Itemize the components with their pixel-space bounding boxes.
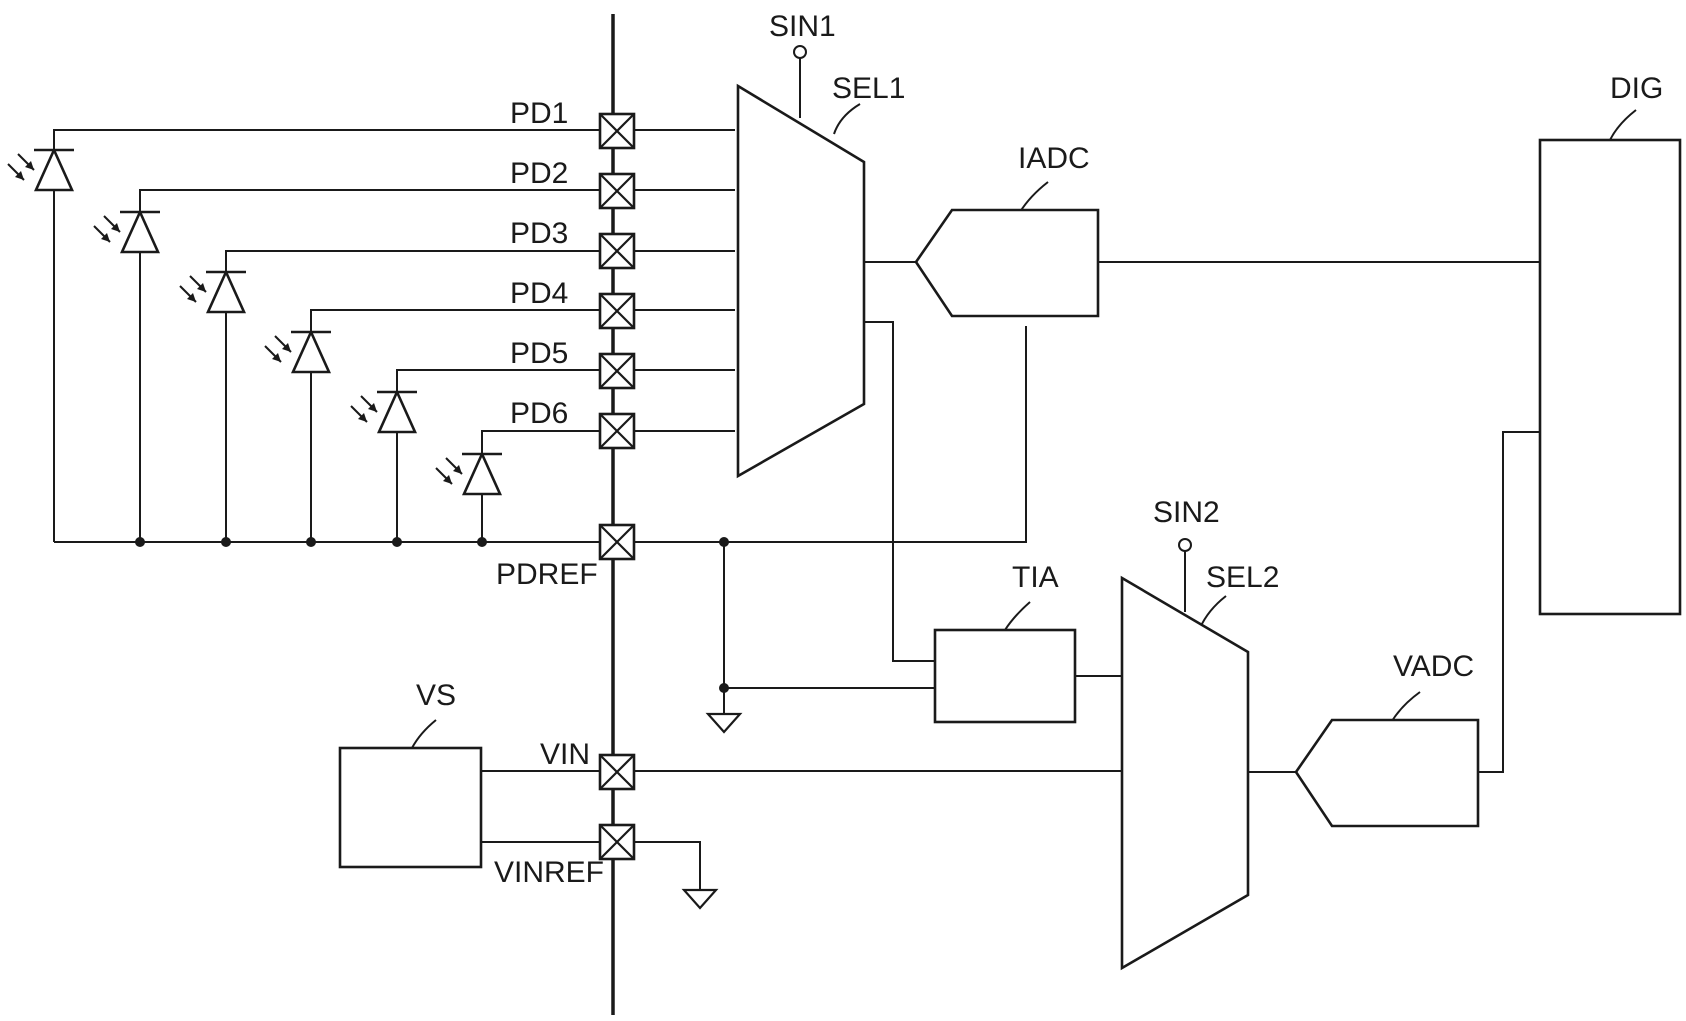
label-tia: TIA xyxy=(1012,561,1059,594)
label-pd5: PD5 xyxy=(510,337,568,370)
label-sin2: SIN2 xyxy=(1153,496,1220,529)
sel1-multiplexer xyxy=(736,83,866,479)
photodiode-2-icon xyxy=(92,210,162,254)
label-vin: VIN xyxy=(540,738,590,771)
sin1-terminal-icon xyxy=(793,45,807,59)
label-pd4: PD4 xyxy=(510,277,568,310)
photodiode-6-icon xyxy=(434,452,504,496)
ground-path xyxy=(723,542,935,714)
label-sel2: SEL2 xyxy=(1206,561,1279,594)
pad-vinref-icon xyxy=(598,823,636,861)
photodiode-4-icon xyxy=(263,330,333,374)
label-vs: VS xyxy=(416,679,456,712)
pad-pd2-icon xyxy=(598,172,636,210)
pad-pd4-icon xyxy=(598,292,636,330)
ground-icon-1 xyxy=(706,712,742,734)
photodiode-wires xyxy=(53,129,1027,543)
sin2-terminal-icon xyxy=(1178,538,1192,552)
photodiode-1-icon xyxy=(6,148,76,192)
sel1-output-wires xyxy=(864,261,935,662)
sel2-multiplexer xyxy=(1120,575,1250,971)
label-pd2: PD2 xyxy=(510,157,568,190)
vadc-to-dig-wire xyxy=(1478,431,1540,773)
pad-pd6-icon xyxy=(598,412,636,450)
junction-dots xyxy=(135,537,729,693)
label-sel1: SEL1 xyxy=(832,72,905,105)
dig-block xyxy=(1538,138,1682,616)
label-sin1: SIN1 xyxy=(769,10,836,43)
label-pd3: PD3 xyxy=(510,217,568,250)
photodiode-3-icon xyxy=(178,270,248,314)
label-vadc: VADC xyxy=(1393,650,1474,683)
select-input-stems xyxy=(799,58,1186,612)
pad-pd3-icon xyxy=(598,232,636,270)
label-pd1: PD1 xyxy=(510,97,568,130)
vs-block xyxy=(338,746,483,869)
label-pd6: PD6 xyxy=(510,397,568,430)
label-iadc: IADC xyxy=(1018,142,1090,175)
label-pdref: PDREF xyxy=(496,558,598,591)
pad-pdref-icon xyxy=(598,523,636,561)
vadc-block xyxy=(1294,718,1480,828)
photodiode-5-icon xyxy=(349,390,419,434)
pad-pd1-icon xyxy=(598,112,636,150)
label-dig: DIG xyxy=(1610,72,1663,105)
pad-vin-icon xyxy=(598,753,636,791)
iadc-block xyxy=(914,208,1100,318)
tia-block xyxy=(933,628,1077,724)
pad-pd5-icon xyxy=(598,352,636,390)
vs-wires xyxy=(481,770,1122,890)
ground-icon-2 xyxy=(682,888,718,910)
label-vinref: VINREF xyxy=(494,856,604,889)
